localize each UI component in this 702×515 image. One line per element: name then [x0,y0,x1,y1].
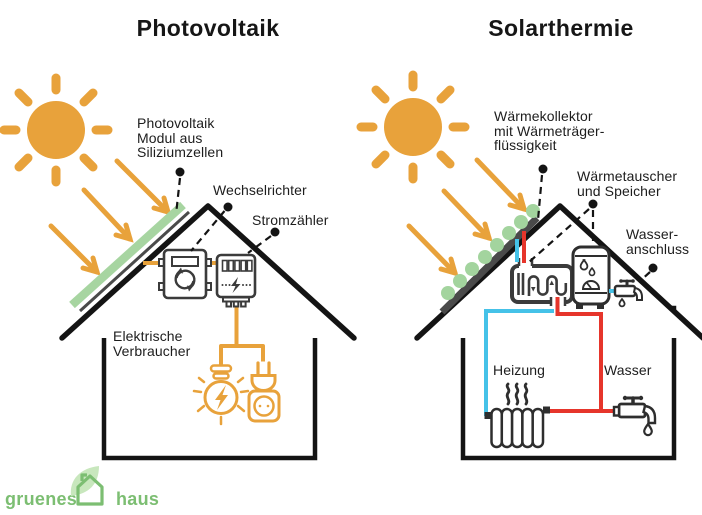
water-drop-icon [618,297,626,308]
logo-word-gruenes: gruenes [5,489,78,509]
hot-water-pipe [522,231,618,413]
meter-label: Stromzähler [252,212,329,228]
collector-label: Wärmekollektor mit Wärmeträger- flüssigk… [494,108,605,153]
outlet-icon [247,389,281,423]
logo-house-icon [76,473,104,506]
solar-collector [439,204,540,315]
water-connection-label: Wasser- anschluss [626,226,690,257]
inverter-icon [158,248,212,300]
right-sun-icon [356,70,470,184]
heat-exchanger-icon [510,258,574,306]
left-house-outline [59,203,357,461]
exchanger-label: Wärmetauscher und Speicher [577,168,678,199]
leader-dot-exchanger [588,199,598,209]
water-drop-icon [643,422,653,437]
storage-tank-icon [571,245,611,309]
pv-panel [69,201,191,313]
leader-dot-collector [538,164,548,174]
right-leader-lines [527,164,658,283]
lightbulb-icon [192,364,250,426]
water-tap-icon [612,395,657,437]
right-sunray-arrows [406,157,528,277]
logo-mark [70,466,104,506]
heating-label: Heizung [493,362,546,378]
water-drop-icon [579,258,589,271]
left-sunray-arrows [48,158,172,276]
left-leader-lines [175,167,280,254]
thermal-pipes [484,231,618,416]
left-sun-icon [0,73,113,187]
leader-dot-meter [270,227,280,237]
heat-waves-icon [505,382,529,406]
pv-module-label: Photovoltaik Modul aus Siliziumzellen [137,115,224,160]
leader-dot-pv-module [175,167,185,177]
collector-tube-icons [441,204,540,300]
water-label: Wasser [604,362,652,378]
water-drop-icon [588,266,596,277]
left-title: Photovoltaik [136,15,280,41]
electricity-meter-icon [215,253,257,308]
logo-word-haus: haus [116,489,160,509]
inverter-label: Wechselrichter [213,182,307,198]
consumers-label: Elektrische Verbraucher [113,328,191,359]
right-title: Solarthermie [488,15,634,41]
attic-tap-icon [613,279,643,308]
radiator-icon [484,382,550,449]
leader-dot-water-connection [648,263,658,273]
leader-dot-inverter [223,202,233,212]
